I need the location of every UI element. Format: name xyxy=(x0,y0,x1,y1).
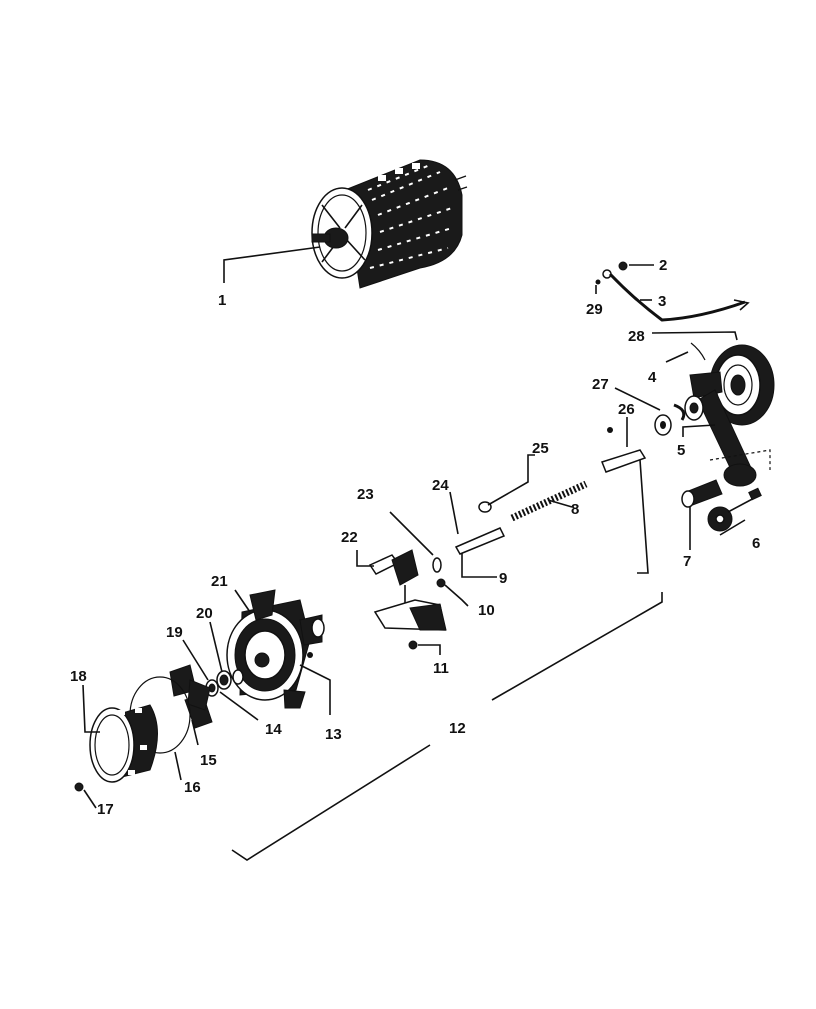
label-7: 7 xyxy=(683,553,691,570)
bracket-line-26 xyxy=(637,459,649,574)
label-2: 2 xyxy=(659,257,667,274)
leader-15 xyxy=(191,719,199,746)
label-23: 23 xyxy=(357,486,374,503)
leader-10 xyxy=(444,584,469,607)
label-24: 24 xyxy=(432,477,449,494)
label-10: 10 xyxy=(478,602,495,619)
leader-9 xyxy=(461,553,497,578)
pump-housing-drawing xyxy=(226,589,325,709)
label-12: 12 xyxy=(449,720,466,737)
label-27: 27 xyxy=(592,376,609,393)
label-28: 28 xyxy=(628,328,645,345)
label-29: 29 xyxy=(586,301,603,318)
label-18: 18 xyxy=(70,668,87,685)
label-21: 21 xyxy=(211,573,228,590)
impeller-drawing xyxy=(169,664,213,729)
label-9: 9 xyxy=(499,570,507,587)
pin-26-drawing xyxy=(601,427,647,473)
label-19: 19 xyxy=(166,624,183,641)
leader-22 xyxy=(356,550,374,567)
leader-11 xyxy=(418,644,441,655)
lever-arm-drawing xyxy=(684,342,775,487)
label-20: 20 xyxy=(196,605,213,622)
leader-13 xyxy=(299,664,331,715)
label-6: 6 xyxy=(752,535,760,552)
label-25: 25 xyxy=(532,440,549,457)
leader-12-lower xyxy=(231,744,431,861)
label-13: 13 xyxy=(325,726,342,743)
shaft-pin-drawing xyxy=(454,501,506,555)
leader-12-upper xyxy=(491,592,663,701)
label-26: 26 xyxy=(618,401,635,418)
leader-20 xyxy=(209,621,223,673)
bolt-sleeve-drawing xyxy=(681,479,762,532)
leader-24 xyxy=(449,491,459,535)
leader-8 xyxy=(547,499,573,508)
leader-28 xyxy=(651,331,738,341)
leader-18 xyxy=(82,684,100,733)
switch-bracket-drawing xyxy=(368,549,447,650)
leader-6 xyxy=(719,519,746,536)
leader-21 xyxy=(234,589,251,613)
leader-19 xyxy=(182,639,209,681)
motor-drawing xyxy=(311,159,468,289)
leader-4 xyxy=(665,351,689,363)
label-1: 1 xyxy=(218,292,226,309)
label-3: 3 xyxy=(658,293,666,310)
leader-16 xyxy=(174,751,182,781)
leader-5 xyxy=(682,424,716,437)
label-8: 8 xyxy=(571,501,579,518)
pump-cover-drawing xyxy=(89,704,158,783)
leader-17 xyxy=(83,789,97,809)
leader-23 xyxy=(389,511,434,556)
label-17: 17 xyxy=(97,801,114,818)
label-15: 15 xyxy=(200,752,217,769)
label-5: 5 xyxy=(677,442,685,459)
label-4: 4 xyxy=(648,369,657,386)
seal-washer-drawing xyxy=(205,669,244,697)
part-labels: 1 2 3 4 5 6 7 8 9 10 11 12 13 14 15 16 1… xyxy=(70,257,760,818)
leader-25 xyxy=(487,454,535,506)
label-22: 22 xyxy=(341,529,358,546)
screw-17-drawing xyxy=(74,782,84,792)
label-11: 11 xyxy=(433,660,449,677)
washer-27-clip-4-drawing xyxy=(654,403,686,436)
leader-14 xyxy=(219,691,259,721)
leader-1 xyxy=(223,246,321,283)
linkage-small-parts-drawing xyxy=(595,261,750,322)
leader-27 xyxy=(614,387,661,411)
label-16: 16 xyxy=(184,779,201,796)
label-14: 14 xyxy=(265,721,282,738)
